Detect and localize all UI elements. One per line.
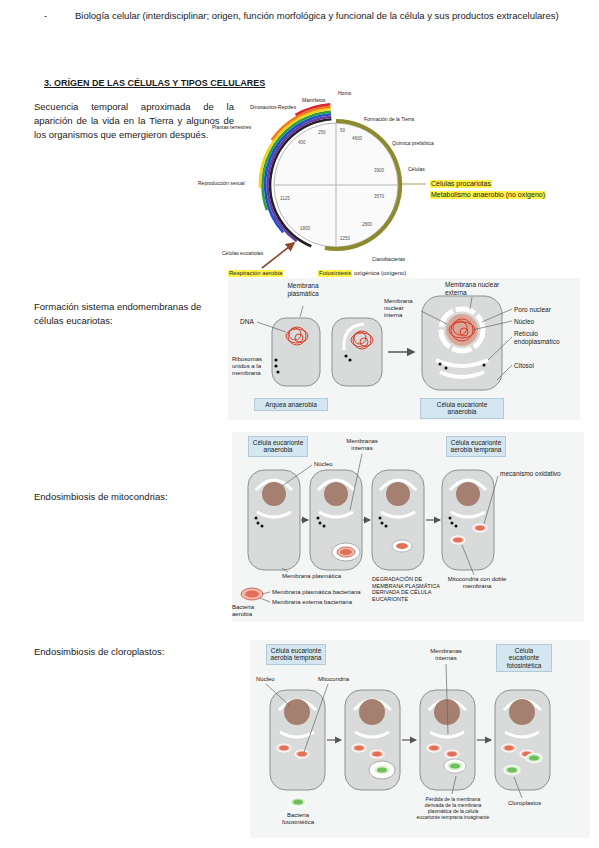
diagram-label: Células procariotas (430, 180, 492, 188)
diagram-label: Cloroplastos (508, 800, 541, 807)
scale-number: 400 (298, 140, 306, 145)
diagram-label: Bacteria aerobia (232, 604, 268, 618)
body-text: - (44, 9, 47, 23)
body-text: Biología celular (interdisciplinar; orig… (75, 9, 580, 23)
box-text: Célula eucarionte fotosintética (500, 647, 548, 669)
diagram-label: Citosol (514, 362, 534, 370)
diagram-label: Respiración aerobia (228, 270, 283, 277)
diagram-label: Cianobacterias (372, 256, 405, 262)
box-text: Célula eucarionte aerobia temprana (270, 647, 322, 662)
scale-number: 50 (340, 128, 345, 133)
diagram-label: DEGRADACIÓN DE MEMBRANA PLASMÁTICA DERIV… (372, 576, 444, 602)
scale-number: 2800 (362, 222, 372, 227)
stage-box: Arquea anaerobia (254, 398, 328, 411)
diagram-label: Reproducción sexual (198, 180, 245, 186)
scale-number: 2250 (340, 236, 350, 241)
diagram-label: Poro nuclear (514, 306, 551, 314)
diagram-label: Membrana plasmática (278, 282, 328, 298)
diagram-label: Dinosaurios-Reptiles (250, 104, 296, 110)
diagram-label: Retículo endoplasmático (514, 330, 569, 346)
scale-number: 1800 (300, 226, 310, 231)
diagram-label: Membrana nuclear externa (445, 281, 505, 297)
box-text: Arquea anaerobia (258, 401, 324, 408)
diagram-label: mecanismo oxidativo (500, 470, 561, 478)
endomembrane-panel (228, 278, 580, 420)
stage-box: Célula eucarionte anaerobia (420, 398, 504, 419)
diagram-label: Fotosíntesis (318, 270, 352, 277)
stage-box: Célula eucarionte aerobia temprana (446, 436, 506, 457)
diagram-label: Homo (338, 90, 351, 96)
diagram-label: Membrana plasmática bacteriana (272, 589, 361, 596)
box-text: Célula eucarionte anaerobia (424, 401, 500, 416)
body-text: Endosimbiosis de mitocondrias: (34, 490, 224, 504)
section-heading: 3. ORÍGEN DE LAS CÉLULAS Y TIPOS CELULAR… (44, 78, 265, 89)
box-text: Célula eucarionte aerobia temprana (450, 439, 502, 454)
diagram-label: Membranas internas (424, 648, 468, 662)
diagram-label: Ribosomas unidos a la membrana (232, 356, 268, 378)
scale-number: 3900 (374, 168, 384, 173)
body-text: Secuencia temporal aproximada de la apar… (34, 100, 234, 141)
diagram-label: Células eucariotas (222, 250, 263, 256)
diagram-label: Núcleo (514, 318, 534, 326)
scale-number: 1125 (280, 196, 290, 201)
scale-number: 4600 (352, 136, 362, 141)
diagram-label: Membranas internas (340, 438, 384, 452)
timeline-clock (260, 104, 426, 268)
diagram-label: Química prebiótica (392, 140, 434, 146)
diagram-label: Núcleo (256, 676, 275, 683)
diagram-label: DNA (240, 318, 254, 326)
diagram-label: Mitocondria (318, 676, 349, 683)
scale-number: 3570 (374, 194, 384, 199)
era-band (265, 114, 331, 232)
diagram-label: Membrana nuclear interna (384, 298, 420, 320)
diagram-label: Membrana externa bacteriana (272, 599, 352, 606)
diagram-label: Células (408, 166, 425, 172)
body-text: Formación sistema endomembranas de célul… (34, 300, 224, 328)
diagram-label: Bacteria fotosintética (276, 812, 320, 826)
stage-box: Célula eucarionte anaerobia (248, 436, 308, 457)
diagram-label: Membrana plasmática (282, 573, 341, 580)
diagram-label: Metabolismo anaerobio (no oxígeno) (430, 191, 546, 199)
diagram-label: Formación de la Tierra (364, 116, 414, 122)
diagram-label: Núcleo (314, 461, 333, 468)
diagram-label: Mamíferos (302, 97, 326, 103)
diagram-label: oxigénica (oxígeno) (354, 270, 406, 277)
stage-box: Célula eucarionte aerobia temprana (266, 644, 326, 665)
diagram-label: Mitocondria con doble membrana (446, 576, 508, 590)
diagram-label: Plantas terrestres (212, 124, 251, 130)
mitochondria-panel (232, 432, 584, 622)
diagram-label: Pérdida de la membrana derivada de la me… (416, 796, 490, 820)
chloroplast-panel (250, 640, 590, 838)
era-band (262, 112, 330, 210)
era-band (296, 104, 331, 115)
era-band (260, 109, 331, 188)
body-text: Endosimbiosis de cloroplastos: (34, 645, 224, 659)
stage-box: Célula eucarionte fotosintética (496, 644, 552, 672)
box-text: Célula eucarionte anaerobia (252, 439, 304, 454)
scale-number: 250 (318, 130, 326, 135)
